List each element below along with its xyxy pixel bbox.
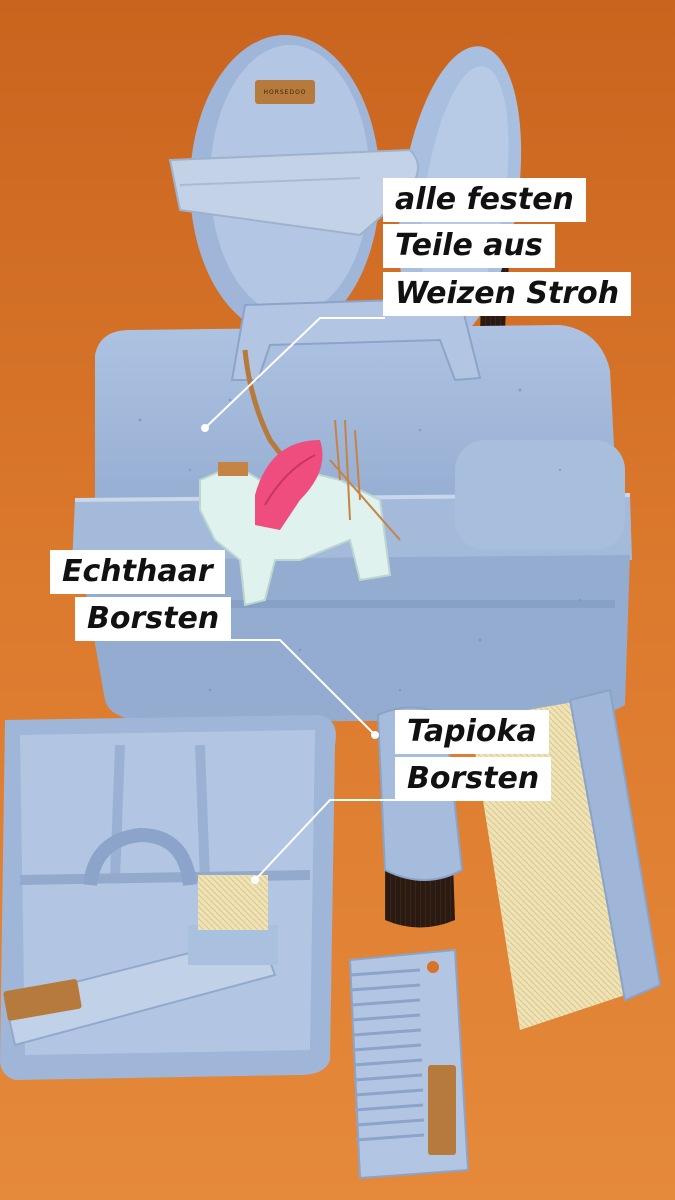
unicorn-keychain <box>199 349 401 607</box>
callout-tapioca-line2: Borsten <box>395 757 552 801</box>
callout-real-hair-line2: Borsten <box>75 597 232 641</box>
callout-lines <box>201 317 395 884</box>
callout-real-hair-line1: Echthaar <box>50 550 225 594</box>
callout-straw-line2: Teile aus <box>383 224 555 268</box>
hoof-pick <box>3 875 278 1047</box>
callout-straw-line1: alle festen <box>383 178 586 222</box>
callout-tapioca-line1: Tapioka <box>395 710 549 754</box>
callout-straw-line3: Weizen Stroh <box>383 272 632 316</box>
grooming-box <box>72 296 632 722</box>
brand-tag-curry-comb: HORSEDOO <box>256 84 314 100</box>
mane-comb <box>348 948 470 1180</box>
